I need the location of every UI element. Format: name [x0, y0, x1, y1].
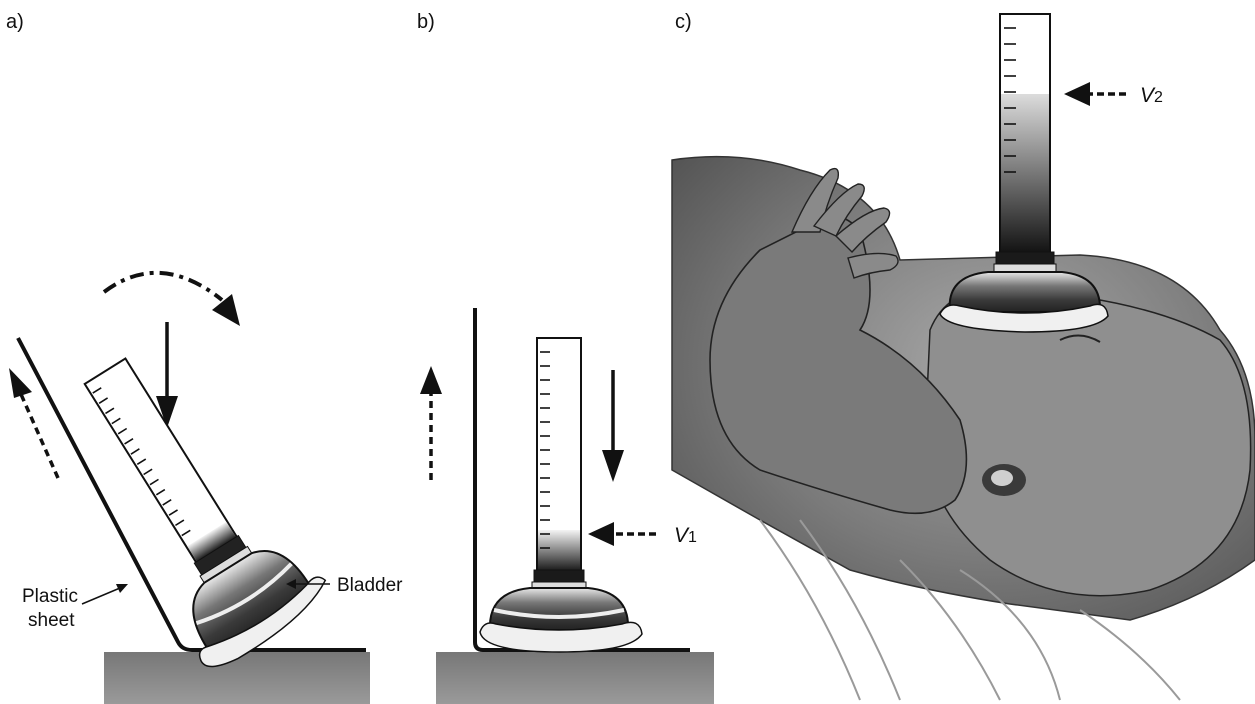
panel-b: V1 — [420, 308, 714, 704]
panel-c-label: c) — [675, 11, 692, 33]
v2-arrow — [1064, 82, 1126, 106]
down-arrow-b — [602, 370, 624, 482]
v2-label: V2 — [1140, 84, 1163, 107]
plastic-sheet-label-line1: Plastic — [22, 586, 78, 607]
upright-device-b — [480, 338, 642, 652]
panel-a-label: a) — [6, 11, 24, 33]
panel-b-label: b) — [417, 11, 435, 33]
bladder-b — [490, 588, 628, 630]
plastic-sheet-pointer — [82, 584, 128, 604]
dashed-arrow-up-b — [420, 366, 442, 480]
v1-arrow — [588, 522, 656, 546]
tilted-device-a — [44, 331, 336, 676]
v1-label: V1 — [674, 524, 697, 547]
plastic-sheet-label-line2: sheet — [28, 610, 75, 631]
device-c — [940, 14, 1108, 332]
bladder-c — [950, 272, 1100, 312]
dashed-arrow-up-a — [9, 368, 58, 478]
panel-c: V2 — [672, 14, 1255, 700]
rotation-arrow-a — [104, 273, 240, 326]
bladder-label: Bladder — [337, 575, 403, 596]
base-block-b — [436, 652, 714, 704]
panel-a: Plastic sheet Bladder — [9, 273, 403, 704]
